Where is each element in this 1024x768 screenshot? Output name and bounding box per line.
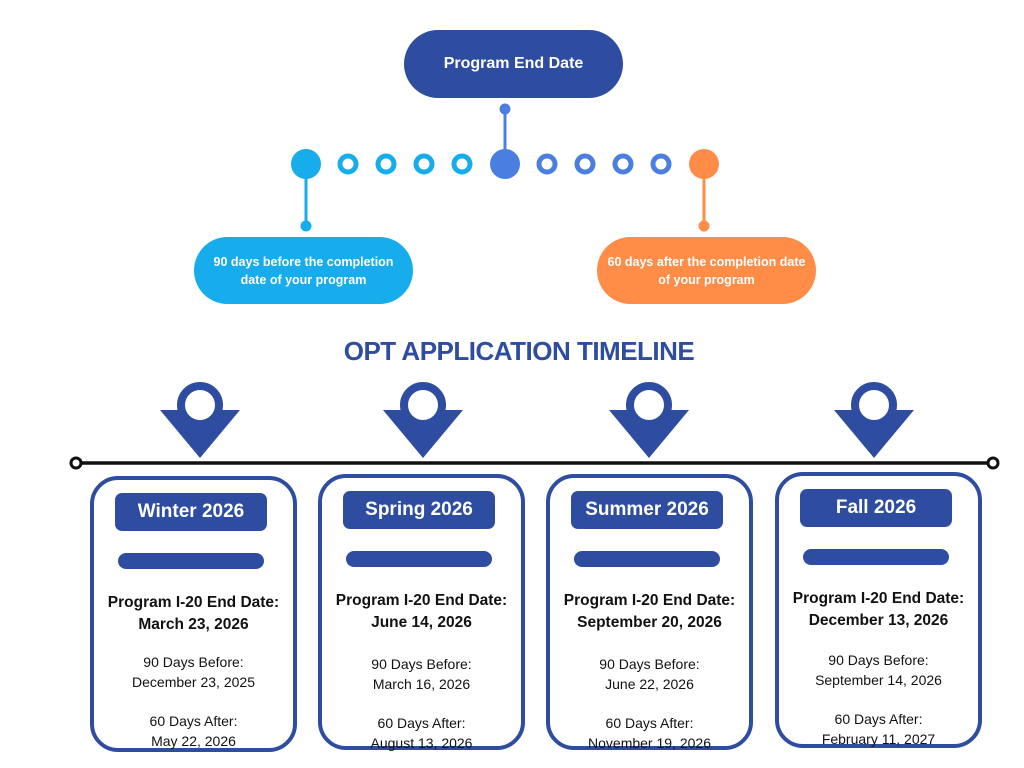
end-date: June 14, 2026 — [371, 614, 472, 631]
term-label: Summer 2026 — [571, 491, 723, 529]
map-pin-icon — [609, 382, 689, 458]
after-date: May 22, 2026 — [151, 733, 236, 749]
end-heading: Program I-20 End Date: — [792, 590, 965, 607]
divider-bar — [118, 553, 264, 569]
after-label: 60 Days After: — [605, 715, 694, 731]
before-block: 90 Days Before: December 23, 2025 — [94, 652, 293, 692]
connector-center — [499, 103, 511, 152]
after-date: August 13, 2026 — [370, 735, 473, 751]
before-block: 90 Days Before: September 14, 2026 — [779, 650, 978, 690]
start-dot — [291, 149, 321, 179]
end-date-block: Program I-20 End Date: December 13, 2026 — [779, 588, 978, 632]
divider-bar — [574, 551, 720, 567]
after-note-pill: 60 days after the completion date of you… — [597, 237, 816, 304]
divider-bar — [346, 551, 492, 567]
after-date: November 19, 2026 — [588, 735, 711, 751]
term-card-summer: Summer 2026 Program I-20 End Date: Septem… — [546, 474, 753, 753]
after-label: 60 Days After: — [149, 713, 238, 729]
term-label: Spring 2026 — [343, 491, 495, 529]
before-label: 90 Days Before: — [828, 652, 929, 668]
page-title: OPT APPLICATION TIMELINE — [343, 336, 695, 366]
term-card-spring: Spring 2026 Program I-20 End Date: June 1… — [318, 474, 525, 753]
end-date-block: Program I-20 End Date: September 20, 2026 — [550, 590, 749, 634]
final-dot — [689, 149, 719, 179]
before-label: 90 Days Before: — [143, 654, 244, 670]
after-label: 60 Days After: — [377, 715, 466, 731]
term-label: Fall 2026 — [800, 489, 952, 527]
after-date: February 11, 2027 — [821, 731, 936, 747]
before-date: March 16, 2026 — [372, 676, 471, 692]
before-block: 90 Days Before: June 22, 2026 — [550, 654, 749, 694]
dots-after — [536, 153, 672, 175]
dots-before — [337, 153, 473, 175]
map-pin-icon — [834, 382, 914, 458]
end-heading: Program I-20 End Date: — [335, 592, 508, 609]
term-card-fall: Fall 2026 Program I-20 End Date: December… — [775, 472, 982, 748]
term-card-winter: Winter 2026 Program I-20 End Date: March … — [90, 476, 297, 752]
after-block: 60 Days After: February 11, 2027 — [779, 709, 978, 749]
after-block: 60 Days After: May 22, 2026 — [94, 711, 293, 751]
before-label: 90 Days Before: — [371, 656, 472, 672]
end-date: December 13, 2026 — [808, 612, 949, 629]
after-block: 60 Days After: November 19, 2026 — [550, 713, 749, 753]
divider-bar — [803, 549, 949, 565]
end-heading: Program I-20 End Date: — [107, 594, 280, 611]
map-pin-icon — [383, 382, 463, 458]
end-dot — [490, 149, 520, 179]
program-end-date-pill: Program End Date — [404, 30, 623, 98]
before-date: December 23, 2025 — [132, 674, 255, 690]
end-date: September 20, 2026 — [577, 614, 722, 631]
end-date-block: Program I-20 End Date: March 23, 2026 — [94, 592, 293, 636]
end-date: March 23, 2026 — [138, 616, 249, 633]
term-label: Winter 2026 — [115, 493, 267, 531]
timeline-line — [69, 456, 1000, 470]
after-block: 60 Days After: August 13, 2026 — [322, 713, 521, 753]
end-date-block: Program I-20 End Date: June 14, 2026 — [322, 590, 521, 634]
before-date: September 14, 2026 — [815, 672, 942, 688]
end-heading: Program I-20 End Date: — [563, 592, 736, 609]
before-date: June 22, 2026 — [605, 676, 694, 692]
map-pin-icon — [160, 382, 240, 458]
after-label: 60 Days After: — [834, 711, 923, 727]
before-note-pill: 90 days before the completion date of yo… — [194, 237, 413, 304]
before-label: 90 Days Before: — [599, 656, 700, 672]
before-block: 90 Days Before: March 16, 2026 — [322, 654, 521, 694]
